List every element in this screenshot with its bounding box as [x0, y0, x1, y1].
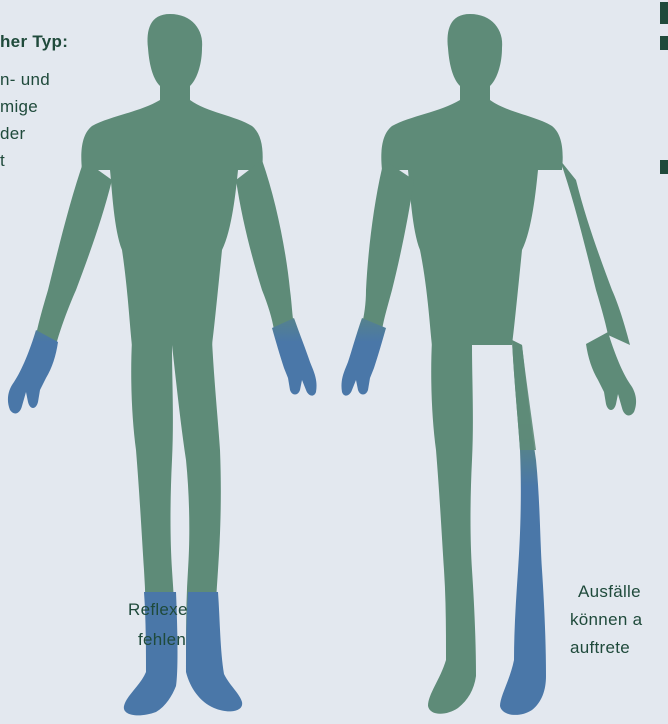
reflexe-label-line-2: fehlen — [138, 628, 186, 651]
left-text-line-2: mige — [0, 95, 38, 118]
left-text-line-3: der — [0, 122, 25, 145]
reflexe-label-line-1: Reflexe — [128, 598, 188, 621]
left-text-line-4: t — [0, 149, 5, 172]
ausfaelle-label-line-1: Ausfälle — [578, 580, 641, 603]
right-edge-mark-1 — [660, 2, 668, 24]
ausfaelle-label-line-2: können a — [570, 608, 642, 631]
right-edge-mark-3 — [660, 160, 668, 174]
ausfaelle-label-line-3: auftrete — [570, 636, 630, 659]
right-edge-mark-2 — [660, 36, 668, 50]
left-heading: her Typ: — [0, 30, 68, 53]
left-text-line-1: n- und — [0, 68, 50, 91]
